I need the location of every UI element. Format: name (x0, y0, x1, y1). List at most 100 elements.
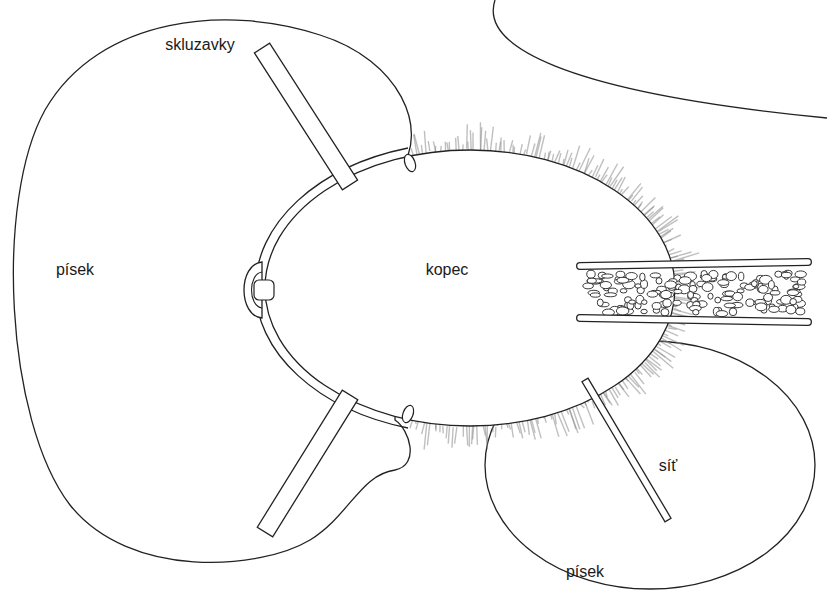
pebble (620, 289, 627, 293)
grass-stroke (485, 426, 487, 449)
pebble (679, 277, 691, 285)
grass-stroke (522, 421, 525, 433)
grass-stroke (480, 122, 481, 150)
pebble (629, 300, 636, 304)
grass-stroke (483, 425, 485, 436)
pebble (665, 281, 677, 288)
grass-stroke (596, 159, 604, 177)
pebble (635, 284, 641, 288)
grass-stroke (422, 422, 425, 434)
pebble (587, 278, 596, 283)
grass-stroke (592, 165, 598, 177)
pebble (641, 309, 647, 313)
pebble (770, 291, 780, 295)
grass-stroke (428, 141, 430, 151)
slide-label: skluzavky (161, 34, 238, 56)
pebble (661, 290, 672, 298)
pebble (781, 272, 791, 277)
net (582, 378, 671, 522)
pebble (656, 278, 662, 284)
part-label: skluzavky (161, 34, 238, 56)
grass-stroke (470, 130, 472, 150)
grass-stroke (490, 127, 493, 153)
pebble (755, 303, 766, 311)
grass-stroke (517, 423, 520, 434)
pebble (786, 305, 796, 314)
pebble (775, 271, 782, 277)
hill (265, 150, 675, 426)
area-name: písek (52, 259, 98, 281)
pebble (793, 284, 798, 288)
grass-stroke (539, 135, 544, 158)
grass-stroke (495, 427, 497, 438)
pebble (663, 299, 671, 307)
grass-stroke (617, 381, 629, 396)
tab (400, 404, 416, 424)
pebble (702, 275, 712, 282)
pebble (733, 292, 743, 300)
tunnel (580, 262, 808, 322)
grass-stroke (469, 426, 470, 447)
grass-stroke (427, 423, 429, 445)
pebble (616, 271, 625, 277)
pebble (600, 282, 611, 289)
pebble (587, 270, 595, 278)
grass-stroke (439, 424, 441, 432)
pebble (790, 299, 797, 305)
pebble (650, 273, 661, 278)
sand-area: písek (562, 561, 608, 583)
grass-stroke (663, 235, 680, 243)
tab (402, 153, 418, 173)
grass-stroke (645, 363, 660, 378)
pebble (688, 291, 694, 298)
area-name: písek (562, 561, 608, 583)
pebble (746, 299, 754, 306)
grass-stroke (452, 427, 453, 447)
grass-stroke (414, 134, 419, 154)
pebble (642, 300, 648, 305)
pebble (583, 283, 594, 289)
pebble (626, 273, 638, 280)
top-right-edge (493, 0, 827, 118)
hill-step (254, 280, 274, 300)
pebble (751, 281, 757, 287)
pebble (604, 293, 616, 297)
pebble (673, 300, 681, 305)
area-name: kopec (422, 259, 473, 281)
pebble (738, 272, 743, 280)
pebble (795, 271, 806, 278)
pebble (729, 308, 736, 316)
pebble (787, 290, 798, 296)
pebble (590, 293, 600, 297)
slide (254, 43, 357, 190)
pebble (758, 285, 768, 293)
grass-stroke (527, 135, 531, 154)
slide (257, 390, 357, 537)
pebble (798, 279, 806, 285)
pebble (796, 308, 805, 315)
grass-stroke (645, 207, 654, 215)
grass-stroke (487, 139, 488, 150)
pebble (616, 307, 629, 315)
grass-stroke (545, 417, 547, 423)
pebble (602, 274, 614, 278)
grass-stroke (552, 413, 559, 437)
pebble (647, 291, 658, 297)
pebble (721, 296, 733, 300)
grass-stroke (455, 427, 457, 444)
grass-stroke (509, 140, 512, 152)
pebble (702, 283, 713, 292)
pebble (652, 303, 661, 310)
grass-stroke (557, 413, 567, 436)
net-label: síť (655, 455, 681, 477)
grass-stroke (446, 426, 447, 438)
grass-stroke (658, 340, 671, 347)
grass-stroke (544, 153, 545, 160)
pebble (768, 281, 774, 289)
hill-area: kopec (422, 259, 473, 281)
pebble (716, 311, 728, 317)
pebble (640, 273, 645, 281)
pebble (769, 306, 780, 312)
pebble (674, 289, 682, 293)
